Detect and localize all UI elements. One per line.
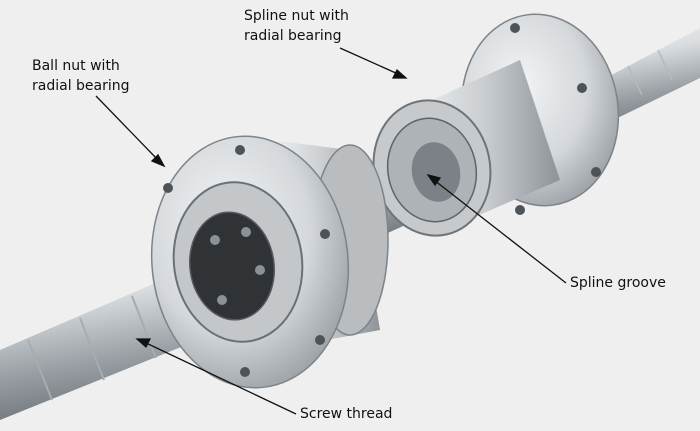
label-spline-nut-line1: Spline nut with <box>244 8 349 24</box>
label-spline-groove: Spline groove <box>570 273 666 293</box>
label-screw-thread: Screw thread <box>300 404 392 424</box>
label-ball-nut: Ball nut with radial bearing <box>32 56 130 96</box>
label-spline-nut: Spline nut with radial bearing <box>244 6 349 46</box>
leader-lines <box>95 47 567 415</box>
label-spline-nut-line2: radial bearing <box>244 28 342 44</box>
ball-nut <box>150 135 389 389</box>
spline-nut <box>372 13 620 237</box>
leader-screw-thread <box>135 338 297 415</box>
leader-ball-nut <box>95 95 166 168</box>
leader-spline-nut <box>339 47 408 79</box>
label-ball-nut-line2: radial bearing <box>32 78 130 94</box>
label-screw-thread-text: Screw thread <box>300 406 393 422</box>
label-ball-nut-line1: Ball nut with <box>32 58 120 74</box>
label-spline-groove-text: Spline groove <box>570 275 666 291</box>
leader-spline-groove <box>426 173 567 284</box>
